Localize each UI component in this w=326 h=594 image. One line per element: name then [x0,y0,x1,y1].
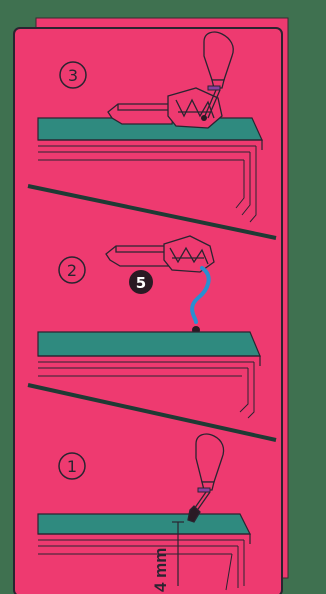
svg-text:5: 5 [136,274,146,292]
step-number: 2 [67,261,77,280]
step-number: 3 [68,66,78,85]
measurement-label: 4 mm [151,548,170,592]
part-number-badge: 5 [129,270,153,294]
step-number: 1 [67,457,77,476]
